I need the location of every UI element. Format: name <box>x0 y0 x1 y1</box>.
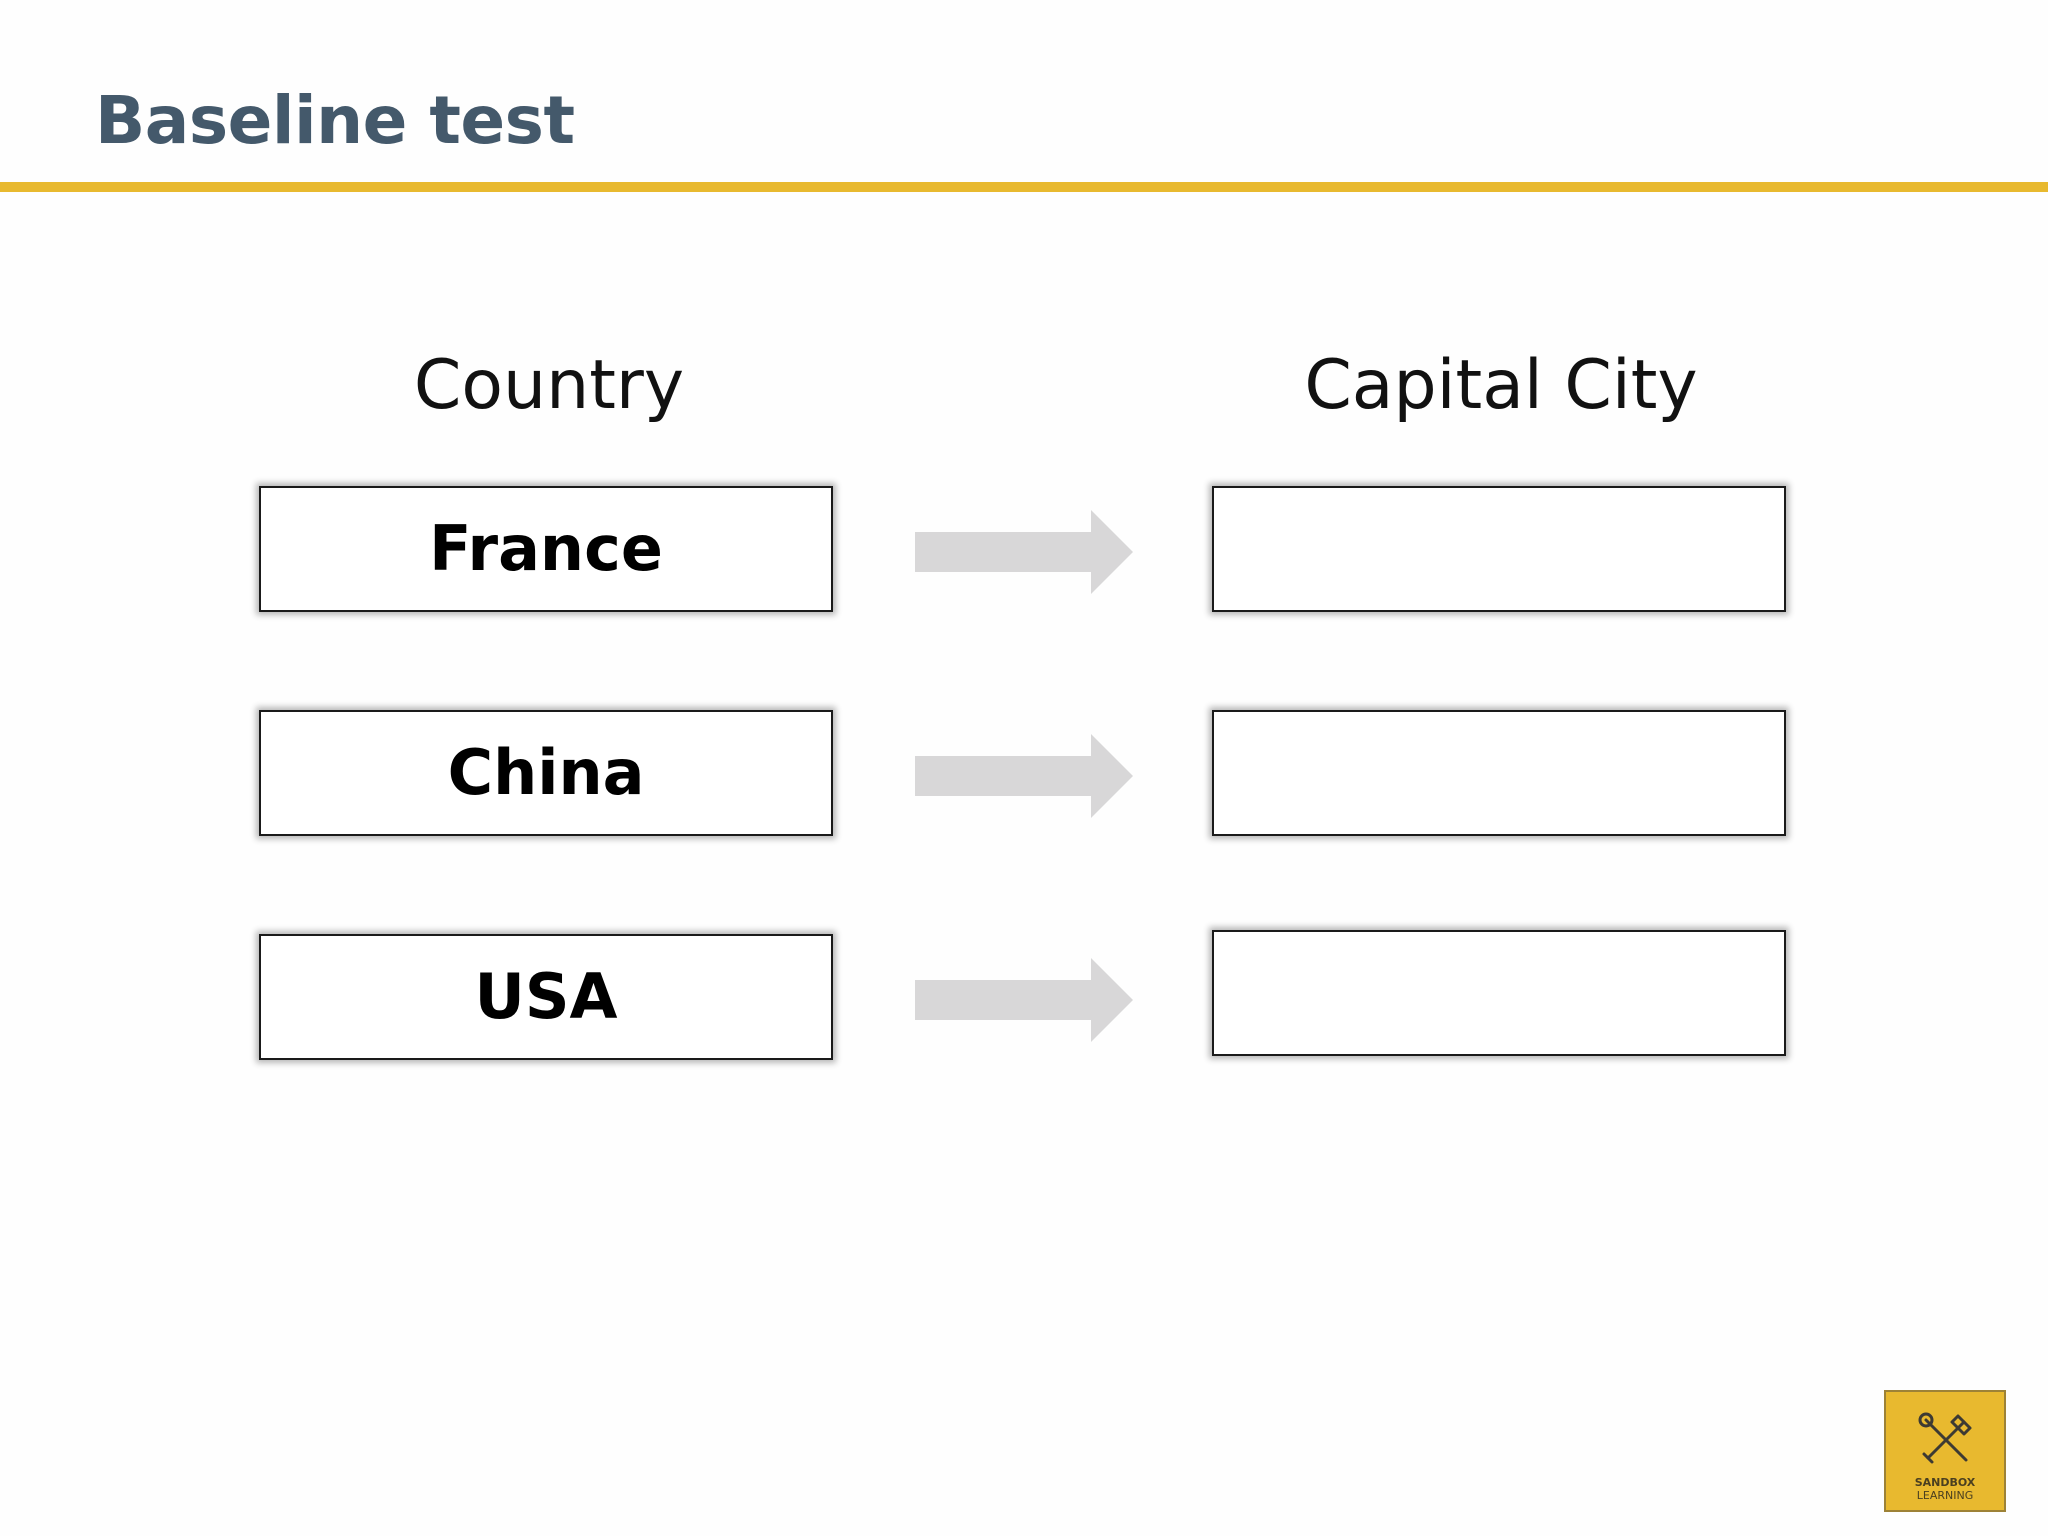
country-label: USA <box>474 959 618 1033</box>
arrow-right-icon <box>915 734 1133 818</box>
country-box-china: China <box>259 710 833 836</box>
title-underline <box>0 182 2048 192</box>
arrow-right-icon <box>915 510 1133 594</box>
country-column-header: Country <box>413 346 685 425</box>
country-label: China <box>447 735 645 809</box>
slide-title: Baseline test <box>95 82 575 159</box>
country-label: France <box>429 511 663 585</box>
capital-answer-box-2[interactable] <box>1212 710 1786 836</box>
logo-text-line2: LEARNING <box>1916 1489 1974 1502</box>
logo-text-line1: SANDBOX <box>1914 1476 1976 1489</box>
capital-answer-box-1[interactable] <box>1212 486 1786 612</box>
arrow-right-icon <box>915 958 1133 1042</box>
crossed-tools-icon <box>1918 1412 1972 1464</box>
capital-column-header: Capital City <box>1304 346 1698 425</box>
capital-answer-box-3[interactable] <box>1212 930 1786 1056</box>
country-box-usa: USA <box>259 934 833 1060</box>
country-box-france: France <box>259 486 833 612</box>
sandbox-learning-logo: SANDBOX LEARNING <box>1884 1390 2006 1512</box>
